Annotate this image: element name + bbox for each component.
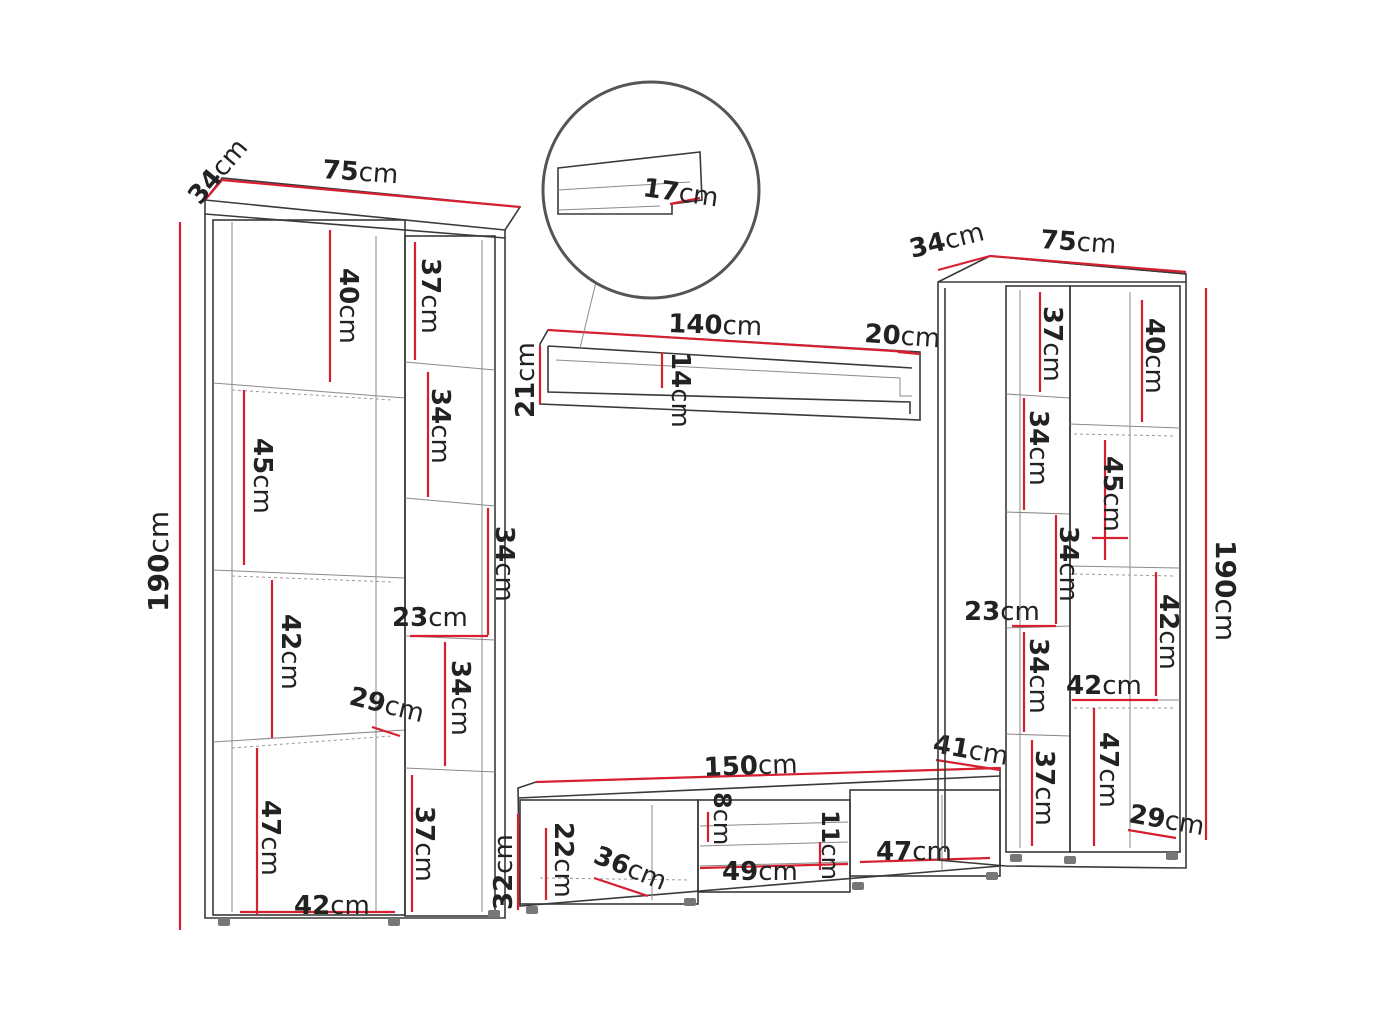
left-shelf-4-label: 47cm: [255, 800, 285, 876]
right-tall-cabinet: [937, 254, 1208, 869]
left-bottom-width-label: 42cm: [294, 891, 370, 921]
right-shelf-width-label: 42cm: [1066, 671, 1142, 701]
left-col-4-label: 34cm: [445, 660, 475, 736]
left-width-label: 75cm: [322, 155, 400, 190]
left-depth-label: 34cm: [182, 133, 254, 210]
detail-magnifier: [541, 80, 761, 300]
tv-stand: [516, 758, 1001, 914]
tv-drawer-depth-label: 36cm: [589, 841, 671, 897]
right-shelf-1-label: 40cm: [1139, 318, 1169, 394]
left-col-3-label: 23cm: [392, 603, 468, 633]
tv-center-top-label: 8cm: [708, 792, 736, 845]
right-col-3-label: 23cm: [964, 597, 1040, 627]
right-col-1-label: 37cm: [1037, 306, 1067, 382]
detail-value-label: 17cm: [641, 173, 720, 213]
shelf-depth-label: 20cm: [864, 319, 942, 354]
tv-stand-labels: 150cm 41cm 32cm 22cm 36cm 8cm 49cm 11cm …: [489, 729, 1011, 910]
right-shelf-4-label: 47cm: [1093, 732, 1123, 808]
left-col-2-label: 34cm: [425, 388, 455, 464]
right-depth-label: 34cm: [906, 217, 987, 264]
tv-right-width-label: 47cm: [876, 837, 952, 867]
tv-depth-label: 41cm: [931, 729, 1011, 772]
right-col-2-label: 34cm: [1023, 410, 1053, 486]
right-shelf-3-label: 42cm: [1153, 594, 1183, 670]
shelf-labels: 140cm 20cm 21cm 14cm 17cm: [511, 173, 941, 428]
shelf-inner-label: 14cm: [665, 352, 695, 428]
left-tall-cabinet: [178, 177, 522, 930]
left-inner-depth-label: 29cm: [346, 682, 427, 729]
tv-height-label: 32cm: [489, 834, 519, 910]
left-col-side-label: 34cm: [489, 526, 519, 602]
shelf-height-label: 21cm: [511, 342, 541, 418]
right-col-side-label: 34cm: [1053, 526, 1083, 602]
right-width-label: 75cm: [1040, 225, 1118, 260]
tv-width-label: 150cm: [703, 750, 798, 783]
right-shelf-2-label: 45cm: [1097, 456, 1127, 532]
right-height-label: 190cm: [1209, 540, 1242, 641]
tv-drawer-height-label: 22cm: [548, 822, 578, 898]
right-inner-depth-label: 29cm: [1127, 799, 1207, 842]
shelf-width-label: 140cm: [668, 309, 763, 342]
right-col-4-label: 34cm: [1023, 638, 1053, 714]
left-cabinet-labels: 75cm 34cm 190cm 40cm 45cm 42cm 47cm 42cm…: [142, 133, 519, 921]
tv-center-height-label: 11cm: [816, 810, 844, 880]
right-col-5-label: 37cm: [1029, 750, 1059, 826]
left-shelf-3-label: 42cm: [275, 614, 305, 690]
left-shelf-2-label: 45cm: [247, 438, 277, 514]
left-col-5-label: 37cm: [409, 806, 439, 882]
left-height-label: 190cm: [142, 511, 175, 612]
wall-shelf: [538, 281, 921, 421]
left-col-1-label: 37cm: [415, 258, 445, 334]
left-shelf-1-label: 40cm: [333, 268, 363, 344]
tv-center-width-label: 49cm: [722, 857, 798, 887]
